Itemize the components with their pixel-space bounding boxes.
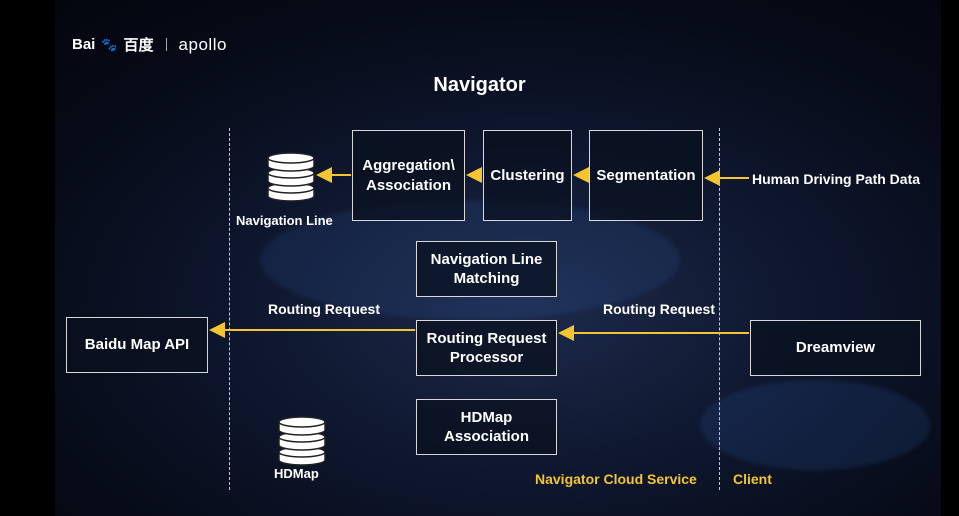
baidu-logo-suffix: 百度 bbox=[123, 37, 154, 54]
hdmap-label: HDMap bbox=[274, 466, 319, 481]
routing-request-processor-box: Routing Request Processor bbox=[416, 320, 557, 376]
human-driving-path-data-label: Human Driving Path Data bbox=[752, 171, 921, 187]
diagram-title: Navigator bbox=[433, 74, 526, 96]
baidu-map-api-box: Baidu Map API bbox=[66, 317, 208, 373]
left-black-bar bbox=[0, 0, 55, 516]
hdmap-database-icon bbox=[278, 416, 326, 466]
baidu-logo-text: Bai bbox=[72, 36, 96, 53]
routing-request-right-label: Routing Request bbox=[603, 301, 715, 317]
navigation-line-label: Navigation Line bbox=[236, 213, 333, 228]
paw-icon: 🐾 bbox=[101, 36, 118, 52]
segmentation-box: Segmentation bbox=[589, 130, 703, 221]
logo-separator bbox=[165, 38, 167, 51]
car-glow bbox=[700, 380, 930, 470]
dreamview-box: Dreamview bbox=[750, 320, 921, 376]
navigator-cloud-service-label: Navigator Cloud Service bbox=[535, 471, 697, 487]
client-label: Client bbox=[733, 471, 772, 487]
divider-right bbox=[719, 128, 720, 490]
aggregation-association-box: Aggregation\ Association bbox=[352, 130, 465, 221]
apollo-logo-text: apollo bbox=[178, 34, 227, 54]
right-black-bar bbox=[941, 0, 959, 516]
routing-request-left-label: Routing Request bbox=[268, 301, 380, 317]
navigation-line-database-icon bbox=[267, 152, 315, 202]
navigation-line-matching-box: Navigation Line Matching bbox=[416, 241, 557, 297]
divider-left bbox=[229, 128, 230, 490]
clustering-box: Clustering bbox=[483, 130, 572, 221]
logo: Bai 🐾 百度 apollo bbox=[72, 34, 227, 55]
hdmap-association-box: HDMap Association bbox=[416, 399, 557, 455]
